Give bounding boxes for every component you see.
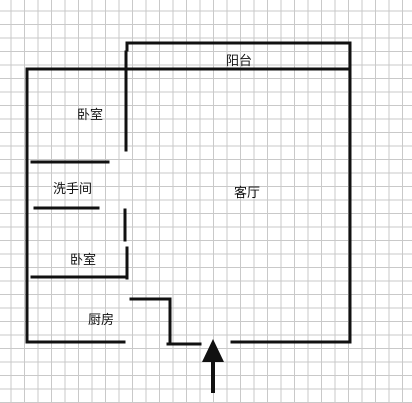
room-label-bedroom-top: 卧室: [77, 108, 104, 123]
room-label-kitchen: 厨房: [88, 313, 115, 328]
room-label-living-room: 客厅: [234, 186, 261, 201]
arrow-up-icon: [202, 339, 224, 393]
room-label-balcony: 阳台: [226, 54, 253, 69]
room-label-bedroom-bottom: 卧室: [70, 253, 97, 268]
room-label-bathroom: 洗手间: [53, 182, 93, 197]
